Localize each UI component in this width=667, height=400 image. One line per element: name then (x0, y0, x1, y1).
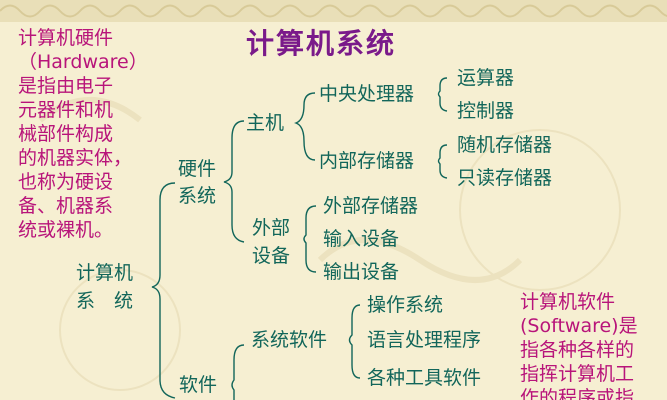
hardware-node-line1: 硬件 (178, 158, 217, 180)
hardware-note-line: 的机器实体， (18, 147, 133, 169)
output-device-node: 输出设备 (323, 261, 400, 283)
os-node: 操作系统 (367, 294, 444, 316)
alu-node: 运算器 (457, 67, 515, 89)
cpu-node: 中央处理器 (319, 83, 415, 105)
language-processor-node: 语言处理程序 (367, 329, 482, 351)
root-node-line2: 系 统 (76, 290, 134, 312)
internal-storage-brace (437, 144, 448, 179)
peripheral-node-line2: 设备 (252, 245, 291, 267)
software-note-line: (Software)是 (520, 315, 638, 337)
hardware-node-line2: 系统 (178, 185, 217, 207)
hardware-note-line: 械部件构成 (18, 123, 114, 145)
rom-node: 只读存储器 (457, 167, 553, 189)
controller-node: 控制器 (457, 100, 515, 122)
root-brace (151, 182, 176, 399)
external-storage-node: 外部存储器 (323, 195, 419, 217)
hardware-note: 计算机硬件 （Hardware） 是指由电子 元器件和机 械部件构成 的机器实体… (18, 26, 148, 242)
software-note-line: 指各种各样的 (520, 339, 635, 361)
hardware-note-line: 备、机器系 (18, 195, 114, 217)
hardware-note-line: 也称为硬设 (18, 171, 114, 193)
software-note-line: 计算机软件 (520, 291, 616, 313)
hardware-brace (223, 120, 245, 243)
hardware-note-line: 元器件和机 (18, 99, 114, 121)
software-brace (231, 344, 245, 400)
software-note-line: 指挥计算机工 (520, 363, 635, 385)
hardware-note-line: 计算机硬件 (18, 27, 114, 49)
internal-storage-node: 内部存储器 (319, 150, 415, 172)
tools-node: 各种工具软件 (367, 367, 482, 389)
hardware-note-line: （Hardware） (18, 51, 148, 73)
peripheral-brace (303, 205, 317, 273)
input-device-node: 输入设备 (323, 228, 400, 250)
cpu-brace (437, 77, 448, 112)
host-node: 主机 (246, 112, 285, 134)
software-note: 计算机软件 (Software)是 指各种各样的 指挥计算机工 作的程序或指 (520, 290, 638, 400)
system-software-brace (348, 304, 361, 379)
hardware-note-line: 是指由电子 (18, 75, 114, 97)
system-software-node: 系统软件 (251, 329, 328, 351)
peripheral-node-line1: 外部 (252, 217, 291, 239)
ram-node: 随机存储器 (457, 134, 553, 156)
software-note-line: 作的程序或指 (520, 387, 635, 400)
software-node: 软件 (179, 374, 218, 396)
host-brace (294, 92, 316, 161)
page-title: 计算机系统 (246, 27, 397, 60)
hardware-note-line: 统或裸机。 (18, 219, 114, 241)
root-node-line1: 计算机 (76, 262, 134, 284)
